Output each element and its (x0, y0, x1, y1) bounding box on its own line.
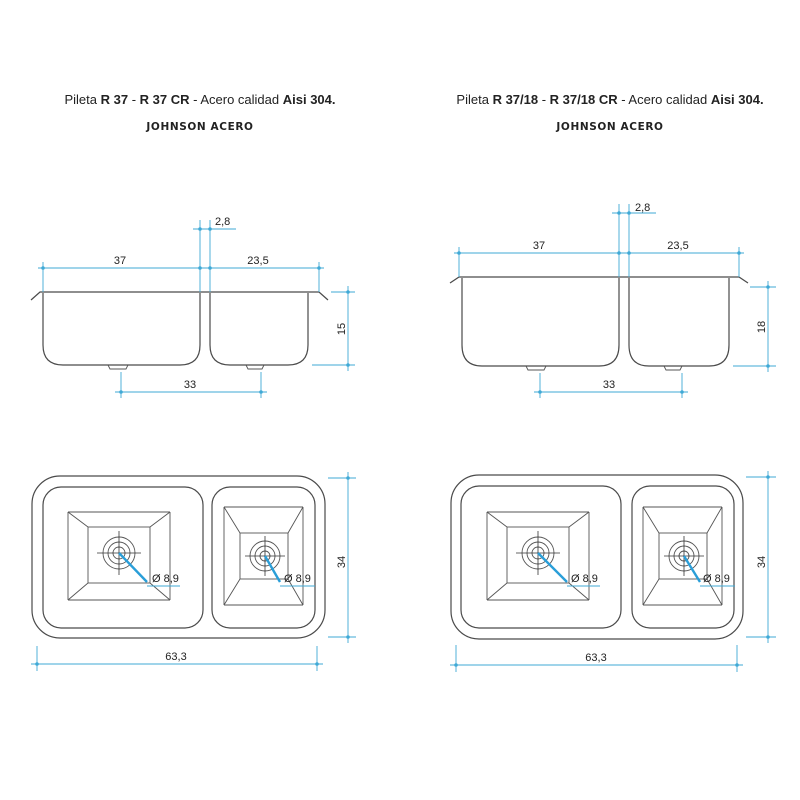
title-steel-grade: Aisi 304. (282, 92, 336, 107)
gap-dimension: 2,8 (215, 216, 230, 228)
depth-dimension: 15 (336, 323, 348, 335)
gap-dimension: 2,8 (635, 202, 650, 214)
big-bowl-profile (461, 278, 620, 367)
small-bowl-profile (209, 293, 309, 366)
title-separator: - (538, 92, 550, 107)
panel-title: Pileta R 37 - R 37 CR - Acero calidad Ai… (0, 92, 400, 107)
small-bowl (631, 485, 735, 629)
small-bowl-width-dimension: 23,5 (667, 240, 688, 252)
small-drain-diameter: Ø 8,9 (284, 573, 311, 585)
small-bowl-profile (628, 278, 730, 367)
height-dimension: 34 (336, 556, 348, 568)
brand-name: JOHNSON ACERO (146, 121, 254, 133)
sink-rim (449, 276, 749, 284)
title-prefix: Pileta (64, 92, 101, 107)
total-width-dimension: 63,3 (165, 651, 186, 663)
title-prefix: Pileta (456, 92, 493, 107)
title-model: R 37/18 (492, 92, 539, 107)
sink-outline (450, 474, 744, 640)
big-bowl-width-dimension: 37 (533, 240, 545, 252)
sink-rim (30, 291, 329, 301)
big-bowl-profile (42, 293, 201, 366)
big-bowl-drain (107, 364, 129, 370)
sink-panel-r37-18: Pileta R 37/18 - R 37/18 CR - Acero cali… (420, 0, 800, 800)
title-model: R 37 (100, 92, 129, 107)
big-bowl (460, 485, 622, 629)
top-view: Ø 8,9 Ø 8,9 (31, 472, 356, 671)
top-view: Ø 8,9 Ø 8,9 (450, 471, 776, 672)
small-bowl-drain (663, 365, 683, 371)
big-bowl-drain (525, 365, 547, 371)
small-bowl-width-dimension: 23,5 (247, 255, 268, 267)
big-bowl (42, 486, 204, 629)
panel-title: Pileta R 37/18 - R 37/18 CR - Acero cali… (410, 92, 800, 107)
sink-outline (31, 475, 326, 639)
title-material: - Acero calidad (189, 92, 283, 107)
side-view: 2,8 37 23,5 15 (30, 216, 355, 398)
depth-dimension: 18 (756, 321, 768, 333)
small-bowl-drain (245, 364, 265, 370)
title-model-cr: R 37/18 CR (549, 92, 618, 107)
drain-spacing-dimension: 33 (603, 379, 615, 391)
side-view: 2,8 37 23,5 18 (449, 202, 776, 398)
brand-name: JOHNSON ACERO (556, 121, 664, 133)
total-width-dimension: 63,3 (585, 652, 606, 664)
big-drain-diameter: Ø 8,9 (571, 573, 598, 585)
small-bowl (211, 486, 316, 629)
title-separator: - (128, 92, 140, 107)
title-material: - Acero calidad (617, 92, 711, 107)
title-steel-grade: Aisi 304. (710, 92, 764, 107)
title-model-cr: R 37 CR (139, 92, 190, 107)
big-drain-diameter: Ø 8,9 (152, 573, 179, 585)
technical-drawing: 2,8 37 23,5 18 (449, 202, 776, 672)
big-bowl-width-dimension: 37 (114, 255, 126, 267)
technical-drawing: 2,8 37 23,5 15 (30, 216, 356, 671)
height-dimension: 34 (756, 556, 768, 568)
sink-panel-r37: Pileta R 37 - R 37 CR - Acero calidad Ai… (0, 92, 400, 671)
small-drain-diameter: Ø 8,9 (703, 573, 730, 585)
drain-spacing-dimension: 33 (184, 379, 196, 391)
